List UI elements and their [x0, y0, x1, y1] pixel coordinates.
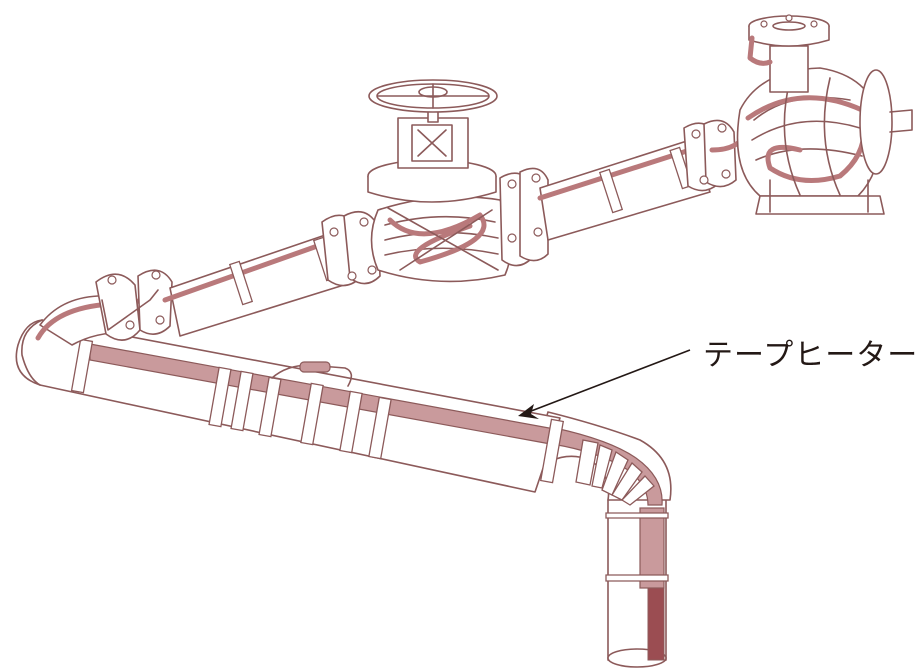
upper-right-pipe: [537, 119, 751, 241]
gate-valve-icon: [367, 79, 513, 283]
flange-icon: [499, 167, 549, 267]
flange-icon: [683, 119, 737, 192]
vertical-pipe: [605, 491, 669, 668]
lower-elbow: [529, 411, 672, 506]
arrow-icon: [518, 349, 691, 419]
lower-horizontal-pipe: [15, 319, 565, 493]
left-elbow: [35, 269, 173, 346]
flange-icon: [321, 210, 381, 287]
upper-left-pipe: [162, 210, 381, 337]
tape-heater-label: テープヒーター: [703, 338, 919, 373]
pump-icon: [736, 14, 913, 215]
